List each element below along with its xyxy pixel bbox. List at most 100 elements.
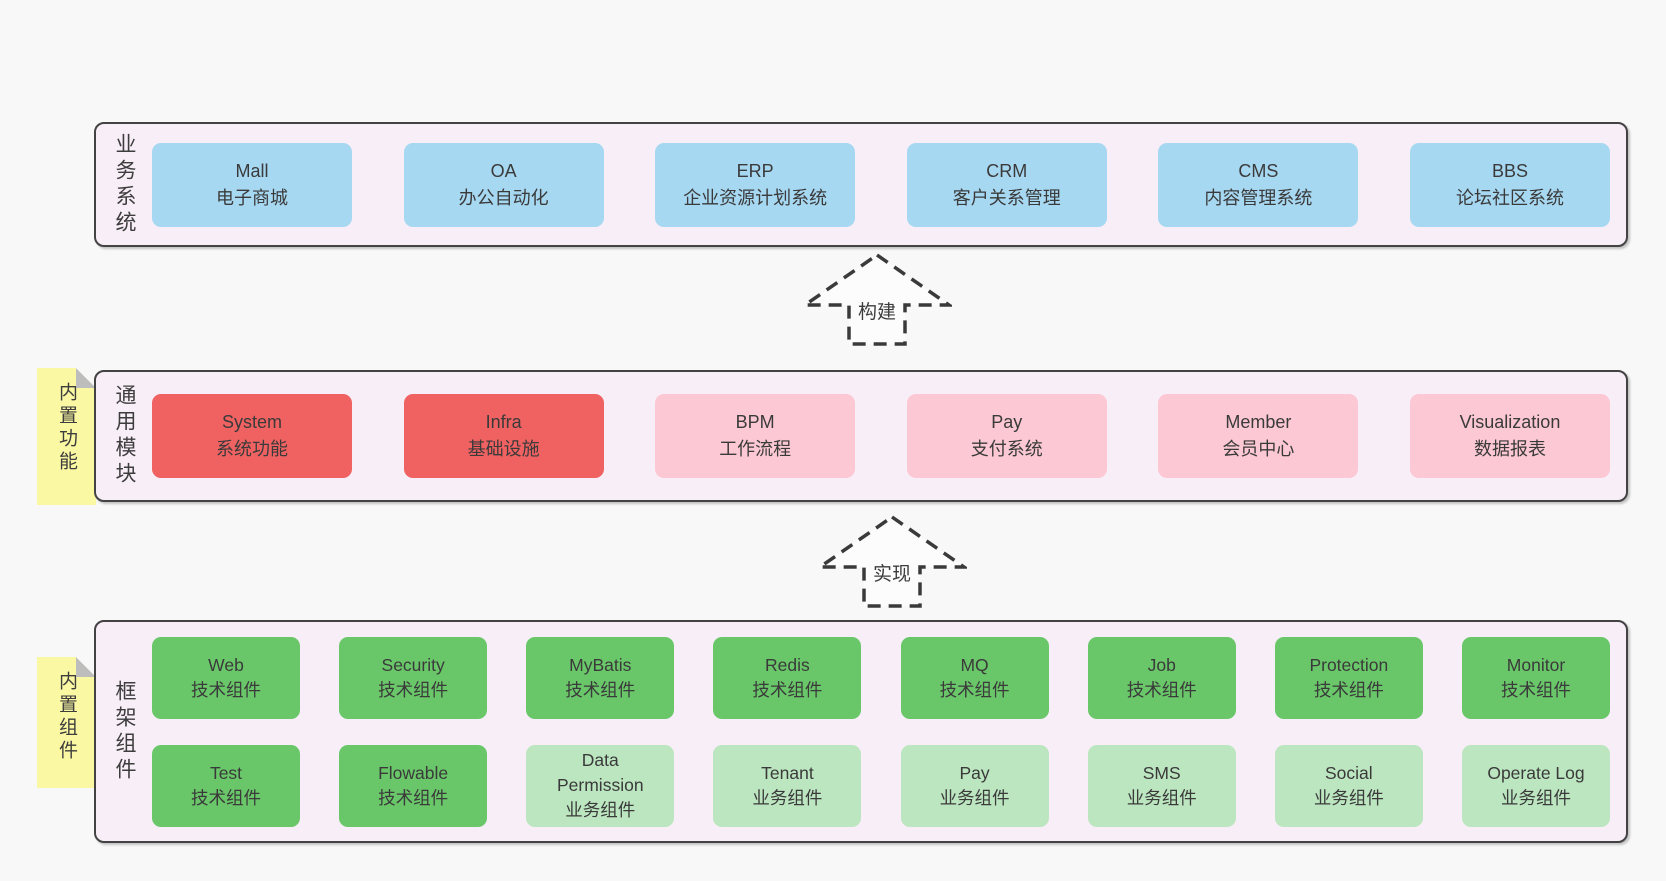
box-erp: ERP 企业资源计划系统 xyxy=(655,142,856,227)
component-rows: Web 技术组件 Security 技术组件 MyBatis 技术组件 Redi… xyxy=(152,622,1626,841)
box-redis: Redis 技术组件 xyxy=(713,636,862,719)
box-pay: Pay 支付系统 xyxy=(906,394,1107,478)
box-member: Member 会员中心 xyxy=(1158,394,1359,478)
box-title: Data Permission xyxy=(557,750,644,795)
layer-label: 业务系统 xyxy=(113,132,136,237)
business-boxes-row: Mall 电子商城 OA 办公自动化 ERP 企业资源计划系统 CRM 客户关系… xyxy=(152,124,1626,245)
box-title: Social xyxy=(1325,762,1373,783)
box-subtitle: 业务组件 xyxy=(1500,787,1571,808)
folded-corner-icon xyxy=(76,657,96,677)
component-row-2: Test 技术组件 Flowable 技术组件 Data Permission … xyxy=(152,744,1610,827)
box-title: Member xyxy=(1225,412,1292,432)
box-subtitle: 业务组件 xyxy=(939,787,1010,808)
box-mybatis: MyBatis 技术组件 xyxy=(526,636,675,719)
box-title: MQ xyxy=(960,654,989,675)
box-tenant: Tenant 业务组件 xyxy=(713,744,862,827)
box-security: Security 技术组件 xyxy=(339,636,488,719)
box-bpm: BPM 工作流程 xyxy=(655,394,856,478)
layer-label: 框架组件 xyxy=(113,679,136,784)
box-title: Monitor xyxy=(1506,654,1566,675)
sticky-note-label: 内置功能 xyxy=(56,382,77,474)
box-mq: MQ 技术组件 xyxy=(900,636,1049,719)
layer-framework-components: 框架组件 Web 技术组件 Security 技术组件 MyBatis 技术组件… xyxy=(94,620,1628,843)
box-title: CMS xyxy=(1238,160,1279,181)
layer-common-modules: 通用模块 System 系统功能 Infra 基础设施 BPM 工作流程 Pay… xyxy=(94,370,1628,502)
box-subtitle: 技术组件 xyxy=(1500,679,1571,700)
box-subtitle: 电子商城 xyxy=(216,187,288,208)
box-title: CRM xyxy=(986,160,1028,181)
box-subtitle: 技术组件 xyxy=(939,679,1010,700)
box-subtitle: 论坛社区系统 xyxy=(1455,187,1564,208)
box-subtitle: 技术组件 xyxy=(378,787,449,808)
box-subtitle: 工作流程 xyxy=(719,439,792,459)
box-title: OA xyxy=(490,160,517,181)
box-subtitle: 技术组件 xyxy=(1313,679,1384,700)
box-title: Security xyxy=(381,654,445,675)
box-sms: SMS 业务组件 xyxy=(1087,744,1236,827)
box-web: Web 技术组件 xyxy=(152,636,300,719)
module-boxes-row: System 系统功能 Infra 基础设施 BPM 工作流程 Pay 支付系统… xyxy=(152,372,1626,500)
box-operate-log: Operate Log 业务组件 xyxy=(1461,744,1610,827)
box-subtitle: 业务组件 xyxy=(565,800,636,820)
box-title: ERP xyxy=(736,160,774,181)
box-title: Tenant xyxy=(761,762,814,783)
box-test: Test 技术组件 xyxy=(152,744,300,827)
folded-corner-icon xyxy=(76,368,96,388)
arrow-label: 实现 xyxy=(869,558,915,587)
box-job: Job 技术组件 xyxy=(1087,636,1236,719)
box-title: MyBatis xyxy=(569,654,632,675)
box-subtitle: 技术组件 xyxy=(565,679,636,700)
box-title: Redis xyxy=(765,654,810,675)
box-title: BBS xyxy=(1491,160,1528,181)
box-subtitle: 会员中心 xyxy=(1222,439,1295,459)
box-title: Operate Log xyxy=(1487,762,1585,783)
box-subtitle: 支付系统 xyxy=(970,439,1043,459)
box-subtitle: 技术组件 xyxy=(378,679,449,700)
box-title: Job xyxy=(1147,654,1176,675)
box-system: System 系统功能 xyxy=(152,394,352,478)
box-subtitle: 技术组件 xyxy=(1126,679,1197,700)
box-title: Web xyxy=(208,654,244,675)
layer-business-systems: 业务系统 Mall 电子商城 OA 办公自动化 ERP 企业资源计划系统 CRM… xyxy=(94,122,1628,247)
sticky-note-label: 内置组件 xyxy=(56,671,77,763)
component-row-1: Web 技术组件 Security 技术组件 MyBatis 技术组件 Redi… xyxy=(152,636,1610,719)
box-title: Pay xyxy=(959,762,990,783)
box-title: Flowable xyxy=(378,762,449,783)
box-visualization: Visualization 数据报表 xyxy=(1409,394,1610,478)
box-subtitle: 内容管理系统 xyxy=(1204,187,1313,208)
box-bbs: BBS 论坛社区系统 xyxy=(1409,142,1610,227)
box-subtitle: 办公自动化 xyxy=(458,187,549,208)
box-protection: Protection 技术组件 xyxy=(1274,636,1423,719)
box-subtitle: 系统功能 xyxy=(216,439,288,459)
arrow-label: 构建 xyxy=(854,296,900,325)
implement-arrow: 实现 xyxy=(817,514,967,609)
layer-label-column: 通用模块 xyxy=(96,372,152,500)
box-flowable: Flowable 技术组件 xyxy=(339,744,488,827)
box-title: Visualization xyxy=(1459,412,1561,432)
sticky-note-built-in-features: 内置功能 xyxy=(37,368,96,505)
layer-label-column: 框架组件 xyxy=(96,622,152,841)
box-title: BPM xyxy=(735,412,775,432)
box-cms: CMS 内容管理系统 xyxy=(1158,142,1359,227)
box-crm: CRM 客户关系管理 xyxy=(906,142,1107,227)
box-subtitle: 企业资源计划系统 xyxy=(683,187,828,208)
box-data-permission: Data Permission 业务组件 xyxy=(526,744,675,827)
box-mall: Mall 电子商城 xyxy=(152,142,352,227)
box-title: Mall xyxy=(235,160,269,181)
box-title: Pay xyxy=(991,412,1023,432)
box-oa: OA 办公自动化 xyxy=(403,142,604,227)
box-subtitle: 业务组件 xyxy=(1126,787,1197,808)
box-pay-business: Pay 业务组件 xyxy=(900,744,1049,827)
box-monitor: Monitor 技术组件 xyxy=(1461,636,1610,719)
box-subtitle: 技术组件 xyxy=(191,679,261,700)
box-infra: Infra 基础设施 xyxy=(403,394,604,478)
box-subtitle: 业务组件 xyxy=(1313,787,1384,808)
box-title: Test xyxy=(209,762,243,783)
box-subtitle: 技术组件 xyxy=(191,787,261,808)
box-subtitle: 技术组件 xyxy=(752,679,823,700)
sticky-note-built-in-components: 内置组件 xyxy=(37,657,96,788)
box-social: Social 业务组件 xyxy=(1274,744,1423,827)
box-title: SMS xyxy=(1142,762,1181,783)
box-subtitle: 基础设施 xyxy=(467,439,540,459)
build-arrow: 构建 xyxy=(802,252,952,347)
